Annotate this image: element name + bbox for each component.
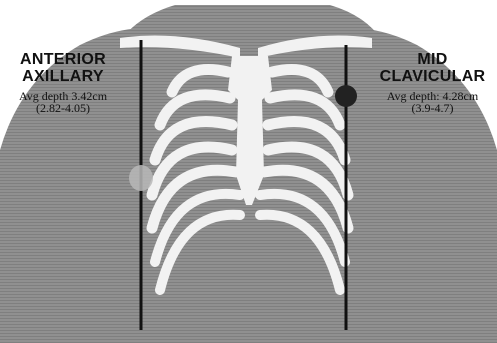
mid-clavicular-site-marker [335,85,357,107]
mid-clavicular-title-line1: MID [368,52,497,69]
mid-clavicular-range: (3.9-4.7) [368,102,497,115]
anterior-axillary-title-line2: AXILLARY [0,69,126,86]
anterior-axillary-range: (2.82-4.05) [0,102,126,115]
mid-clavicular-title-line2: CLAVICULAR [368,69,497,86]
anterior-axillary-label: ANTERIOR AXILLARY Avg depth 3.42cm (2.82… [0,52,126,115]
anterior-axillary-site-marker [129,165,153,191]
anterior-axillary-title-line1: ANTERIOR [0,52,126,69]
mid-clavicular-label: MID CLAVICULAR Avg depth: 4.28cm (3.9-4.… [368,52,497,115]
